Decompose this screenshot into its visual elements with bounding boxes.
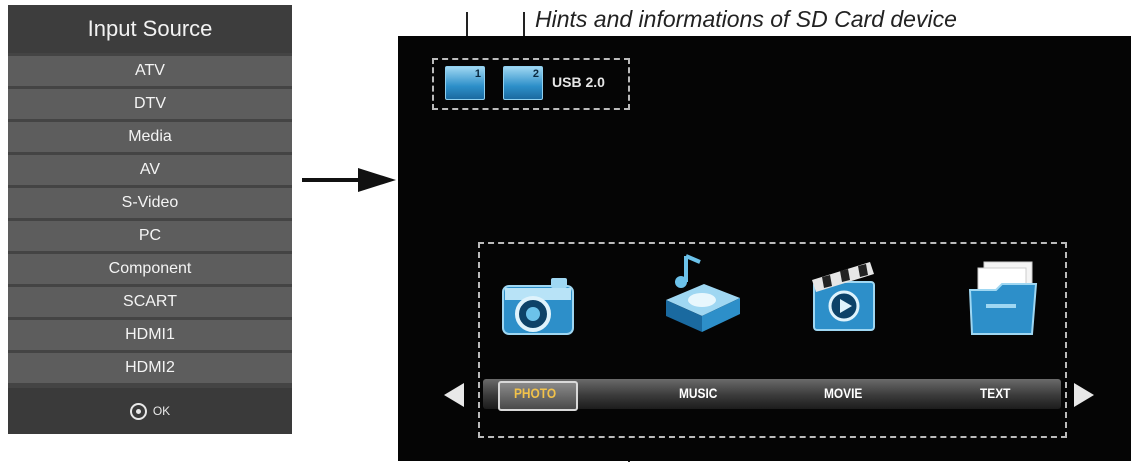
- source-item-dtv[interactable]: DTV: [8, 89, 292, 119]
- callout-line-usb2: [523, 12, 525, 58]
- source-list: ATV DTV Media AV S-Video PC Component SC…: [8, 56, 292, 386]
- input-source-panel: Input Source ATV DTV Media AV S-Video PC…: [8, 5, 292, 434]
- panel-footer: OK: [8, 388, 292, 434]
- usb-drive-icon[interactable]: 1: [445, 66, 485, 100]
- menu-item-music[interactable]: MUSIC: [679, 385, 718, 401]
- camera-icon[interactable]: [493, 258, 583, 348]
- source-item-scart[interactable]: SCART: [8, 287, 292, 317]
- clapperboard-icon[interactable]: [800, 250, 890, 340]
- source-item-media[interactable]: Media: [8, 122, 292, 152]
- source-item-component[interactable]: Component: [8, 254, 292, 284]
- source-item-atv[interactable]: ATV: [8, 56, 292, 86]
- right-arrow-icon: [302, 168, 396, 192]
- music-player-icon[interactable]: [656, 248, 746, 338]
- media-type-area: [478, 242, 1067, 438]
- ok-button-icon: [129, 402, 147, 420]
- menu-item-text[interactable]: TEXT: [980, 385, 1011, 401]
- folder-icon[interactable]: [958, 254, 1048, 344]
- callout-line-usb1: [466, 12, 468, 58]
- media-menu-bar: [483, 379, 1061, 409]
- usb-device-area: [432, 58, 630, 110]
- source-item-pc[interactable]: PC: [8, 221, 292, 251]
- sd-card-hint-annotation: Hints and informations of SD Card device: [535, 6, 957, 32]
- arrow-left-icon[interactable]: [442, 382, 466, 408]
- source-item-hdmi1[interactable]: HDMI1: [8, 320, 292, 350]
- arrow-right-icon[interactable]: [1072, 382, 1096, 408]
- usb-drive-number: 1: [474, 68, 481, 80]
- panel-title: Input Source: [8, 5, 292, 53]
- source-item-s-video[interactable]: S-Video: [8, 188, 292, 218]
- menu-item-movie[interactable]: MOVIE: [824, 385, 863, 401]
- menu-item-photo[interactable]: PHOTO: [514, 385, 557, 401]
- ok-label: OK: [152, 404, 171, 418]
- source-item-av[interactable]: AV: [8, 155, 292, 185]
- tv-media-screen: 1 2 USB 2.0: [398, 36, 1131, 461]
- selection-highlight[interactable]: [498, 381, 578, 411]
- usb-drive-icon[interactable]: 2: [503, 66, 543, 100]
- source-item-hdmi2[interactable]: HDMI2: [8, 353, 292, 383]
- usb-drive-number: 2: [532, 68, 539, 80]
- usb-version-label: USB 2.0: [552, 74, 605, 90]
